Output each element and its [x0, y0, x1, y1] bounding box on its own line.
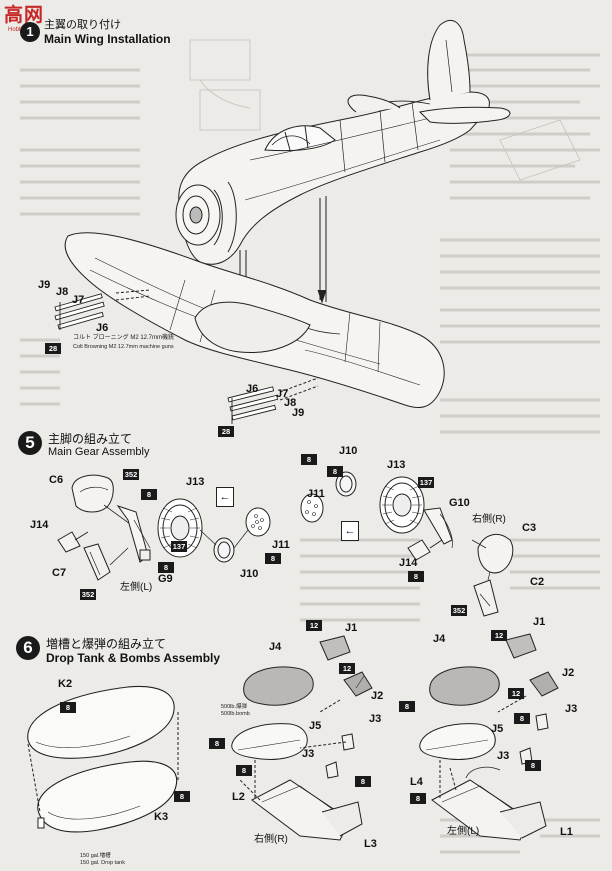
part-j10-label-right: J10	[339, 445, 358, 457]
guns-note-jp: コルト ブローニング M2 12.7mm機銃	[73, 335, 175, 341]
paint-badge-8-k3: 8	[174, 791, 190, 802]
paint-badge-8-k2: 8	[60, 702, 76, 713]
part-j6-label: J6	[96, 322, 109, 334]
part-j1-label-left: J1	[345, 622, 358, 634]
part-j11-label-left: J11	[272, 539, 290, 551]
part-g9-label: G9	[158, 573, 173, 585]
watermark-logo: 高网	[4, 5, 45, 26]
left-side-label: 左側(L)	[120, 582, 153, 593]
part-j9-label: J9	[38, 279, 51, 291]
tank-note-jp: 150 gal.増槽	[80, 853, 111, 859]
right-side-label-bomb: 右側(R)	[254, 834, 288, 845]
paint-badge-28-right: 28	[218, 426, 234, 437]
paint-badge-8-j10-right: 8	[327, 466, 343, 477]
bomb-note-en: 500lb.bomb	[221, 711, 250, 717]
part-c7-label: C7	[52, 567, 67, 579]
paint-badge-8-j5: 8	[209, 738, 225, 749]
part-j3-label-left-a: J3	[369, 713, 382, 725]
bomb-note-jp: 500lb.爆弾	[221, 704, 247, 710]
part-l3-label: L3	[364, 838, 377, 850]
step-6-title-jp: 増槽と爆弾の組み立て	[46, 637, 167, 651]
paint-badge-8-j11: 8	[301, 454, 317, 465]
part-j6-label-right: J6	[246, 383, 259, 395]
paint-badge-8-l3: 8	[355, 776, 371, 787]
right-side-label: 右側(R)	[472, 514, 506, 525]
step-5-title-en: Main Gear Assembly	[48, 446, 150, 458]
step-6-title-en: Drop Tank & Bombs Assembly	[46, 651, 221, 665]
part-j3-label-right-a: J3	[565, 703, 578, 715]
part-j7-label: J7	[72, 294, 85, 306]
direction-arrow-icon: ←	[216, 487, 234, 507]
paint-badge-352-c2: 352	[451, 605, 467, 616]
paint-badge-28-left: 28	[45, 343, 61, 354]
paint-badge-8-j3-right: 8	[525, 760, 541, 771]
part-j5-label-right: J5	[491, 723, 504, 735]
part-j8-label: J8	[56, 286, 69, 298]
part-k3-label: K3	[154, 811, 169, 823]
paint-badge-8-j5-right: 8	[399, 701, 415, 712]
paint-badge-8-l4: 8	[410, 793, 426, 804]
direction-arrow-icon-right: ←	[341, 521, 359, 541]
part-j4-label-left: J4	[269, 641, 282, 653]
part-j14-label-left: J14	[30, 519, 49, 531]
step-1-number: 1	[20, 22, 40, 42]
paint-badge-8-l: 8	[236, 765, 252, 776]
part-j8-label-right: J8	[284, 397, 297, 409]
part-j13-label-left: J13	[186, 476, 205, 488]
paint-badge-12-j2-right: 12	[508, 688, 524, 699]
part-l1-label: L1	[560, 826, 573, 838]
part-j10-label-left: J10	[240, 568, 259, 580]
paint-badge-8-j14: 8	[408, 571, 424, 582]
paint-badge-8-j3: 8	[514, 713, 530, 724]
step-1-title-en: Main Wing Installation	[44, 32, 171, 46]
part-j11-label-right: J11	[307, 488, 325, 500]
part-j5-label-left: J5	[309, 720, 322, 732]
guns-note-en: Colt Browning M2 12.7mm machine guns	[73, 344, 174, 350]
part-l2-label: L2	[232, 791, 245, 803]
step-6-number: 6	[16, 636, 40, 660]
step-5-number: 5	[18, 431, 42, 455]
part-j4-label-right: J4	[433, 633, 446, 645]
paint-badge-8-strut: 8	[141, 489, 157, 500]
paint-badge-12-right: 12	[491, 630, 507, 641]
paint-badge-8-g9: 8	[158, 562, 174, 573]
part-j9-label-right: J9	[292, 407, 305, 419]
paint-badge-8-j10: 8	[265, 553, 281, 564]
paint-badge-352-c7: 352	[80, 589, 96, 600]
part-j2-label-right: J2	[562, 667, 575, 679]
part-k2-label: K2	[58, 678, 73, 690]
part-g10-label: G10	[449, 497, 470, 509]
left-side-label-bomb: 左側(L)	[447, 826, 480, 837]
part-l4-label: L4	[410, 776, 423, 788]
part-c3-label: C3	[522, 522, 537, 534]
step-1-title-jp: 主翼の取り付け	[44, 19, 121, 31]
paint-badge-12-left: 12	[306, 620, 322, 631]
part-j2-label-left: J2	[371, 690, 384, 702]
part-c2-label: C2	[530, 576, 545, 588]
paint-badge-352-c6: 352	[123, 469, 139, 480]
part-c6-label: C6	[49, 474, 64, 486]
part-j13-label-right: J13	[387, 459, 406, 471]
tank-note-en: 150 gal. Drop tank	[80, 860, 125, 866]
paint-badge-137-left: 137	[171, 541, 187, 552]
part-j14-label-right: J14	[399, 557, 418, 569]
step-5-title-jp: 主脚の組み立て	[48, 432, 133, 446]
paint-badge-137-right: 137	[418, 477, 434, 488]
part-j3-label-left-b: J3	[302, 748, 315, 760]
part-j1-label-right: J1	[533, 616, 546, 628]
part-j3-label-right-b: J3	[497, 750, 510, 762]
part-j7-label-right: J7	[276, 388, 289, 400]
watermark-brand: Hobby	[8, 27, 26, 33]
paint-badge-12-j2: 12	[339, 663, 355, 674]
